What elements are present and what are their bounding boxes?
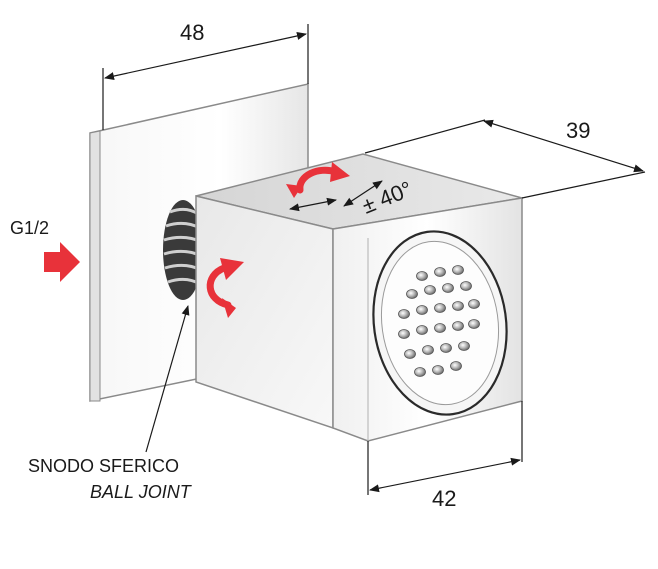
ball-joint <box>163 200 203 300</box>
callout-line1: SNODO SFERICO <box>28 456 179 476</box>
inlet-arrow-icon <box>44 242 80 282</box>
nozzle-icon <box>372 230 508 416</box>
rotation-arrow-icon <box>286 162 350 198</box>
callout-line2: BALL JOINT <box>90 482 193 502</box>
dimension-lines <box>102 24 646 495</box>
dimension-width-top: 48 <box>180 20 204 45</box>
dimension-depth-right: 39 <box>566 118 590 143</box>
rotation-arrow-icon <box>206 258 244 318</box>
nozzle-holes <box>398 265 480 377</box>
thread-label: G1/2 <box>10 218 49 238</box>
dimension-width-bottom: 42 <box>432 486 456 511</box>
